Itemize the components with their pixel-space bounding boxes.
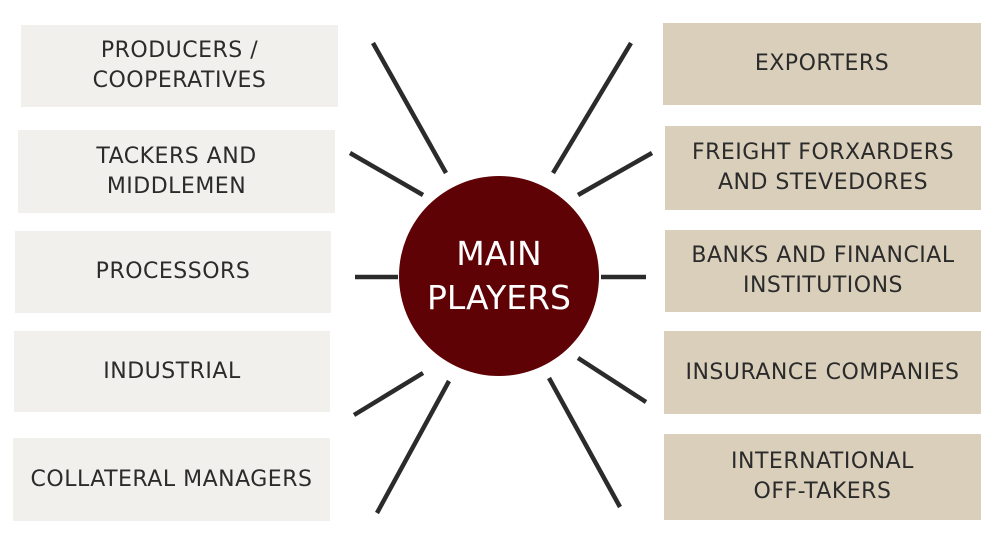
- ray-upper-left: [348, 151, 425, 197]
- ray-lower-right: [576, 356, 648, 404]
- left-box-producers: PRODUCERS / COOPERATIVES: [21, 25, 338, 107]
- ray-top-left: [371, 41, 448, 175]
- ray-bottom-left: [375, 379, 451, 515]
- ray-upper-right: [576, 151, 654, 197]
- left-box-industrial: INDUSTRIAL: [14, 331, 330, 412]
- ray-bottom-right: [547, 376, 622, 509]
- right-box-freight-forwarders: FREIGHT FORXARDERS AND STEVEDORES: [665, 126, 981, 210]
- right-box-banks: BANKS AND FINANCIAL INSTITUTIONS: [665, 230, 981, 312]
- right-box-international-offtakers: INTERNATIONAL OFF-TAKERS: [664, 434, 981, 520]
- left-box-collateral-managers: COLLATERAL MANAGERS: [13, 438, 330, 521]
- ray-top-right: [551, 41, 633, 175]
- ray-lower-left: [352, 371, 425, 417]
- left-box-tackers: TACKERS AND MIDDLEMEN: [18, 130, 335, 213]
- right-box-exporters: EXPORTERS: [663, 23, 981, 105]
- main-players-hub: MAIN PLAYERS: [399, 176, 599, 376]
- right-box-insurance: INSURANCE COMPANIES: [664, 331, 981, 414]
- left-box-processors: PROCESSORS: [15, 231, 331, 313]
